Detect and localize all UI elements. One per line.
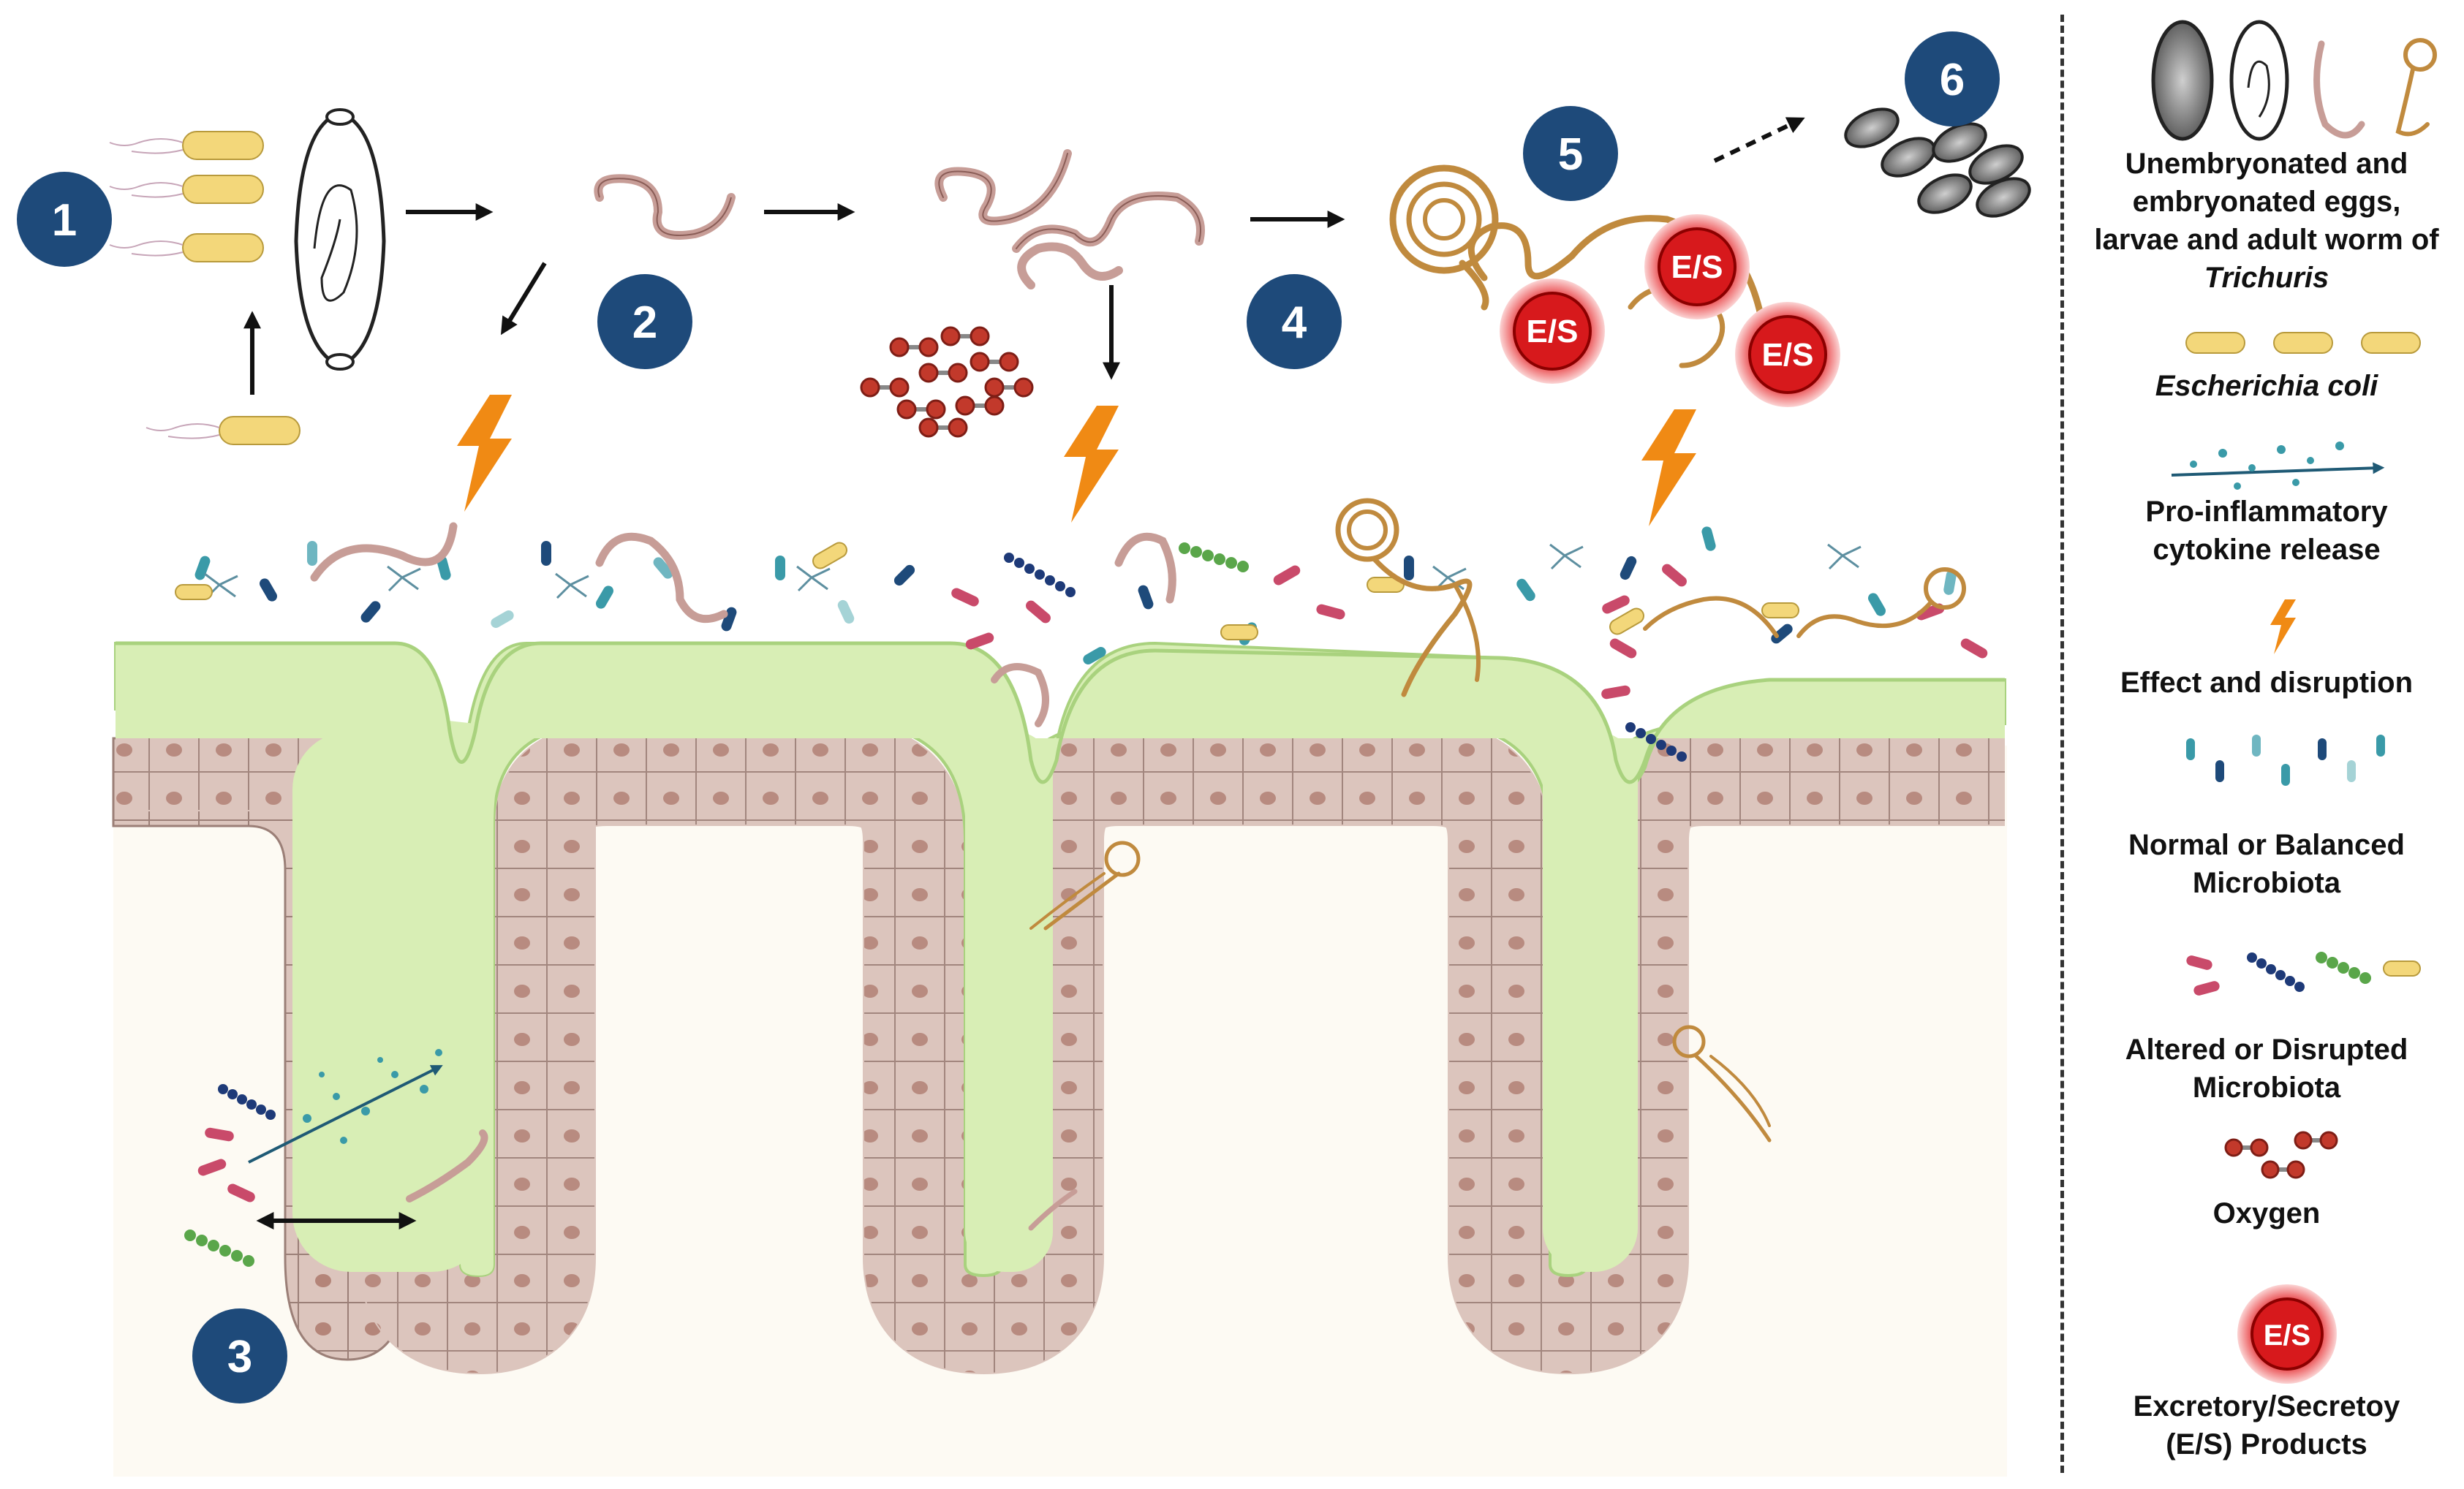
legend-eggs-line4: Trichuris (2204, 262, 2329, 294)
legend-normal-line1: Normal or Balanced (2128, 829, 2405, 861)
legend-eggs-line1: Unembryonated and (2125, 148, 2408, 180)
crypt-lumen-3 (1543, 731, 1638, 1272)
step-number-2: 2 (632, 298, 657, 348)
step-badge-1: 1 (17, 172, 112, 267)
legend-altered-label: Altered or Disrupted Microbiota (2076, 1031, 2457, 1107)
es-product-icon: E/S (1644, 214, 1750, 319)
legend-es-line1: Excretory/Secretoy (2133, 1390, 2400, 1422)
cytokine-icon (248, 1049, 443, 1164)
legend-cytokine-label: Pro-inflammatory cytokine release (2076, 493, 2457, 569)
es-label-1: E/S (1527, 314, 1579, 349)
step-badge-6: 6 (1905, 31, 2000, 126)
legend-eggs-line3: larvae and adult worm of (2094, 224, 2439, 256)
lightning-icon (457, 395, 1696, 526)
microbiota-layer (175, 526, 1988, 762)
legend-effect-label: Effect and disruption (2076, 664, 2457, 702)
eggs-cluster (1844, 107, 2031, 218)
chain-bacteria (1004, 542, 1687, 762)
larvae-cluster (934, 149, 1205, 289)
legend-eggs-label: Unembryonated and embryonated eggs, larv… (2076, 145, 2457, 297)
legend-oxygen-text: Oxygen (2212, 1197, 2321, 1230)
legend-oxygen-icon (2224, 1131, 2338, 1179)
es-label-2: E/S (1671, 249, 1723, 285)
adult-worms-mucosa (1029, 498, 1966, 1143)
larvae-in-tissue (310, 522, 1176, 1231)
es-product-icon: E/S (1735, 302, 1840, 407)
legend-es-icon: E/S (2237, 1284, 2337, 1384)
legend-cytokine-line1: Pro-inflammatory (2145, 496, 2388, 528)
legend-altered-line2: Microbiota (2192, 1072, 2341, 1104)
step3-bacteria (184, 1084, 276, 1267)
bacteria-icon (194, 526, 1957, 664)
legend-ecoli-icons (2185, 332, 2421, 354)
legend-egg-icons (2151, 20, 2437, 141)
legend-lightning-icon (2270, 599, 2296, 654)
step-number-5: 5 (1558, 129, 1583, 180)
lumen-surface (116, 643, 2005, 782)
legend-altered-line1: Altered or Disrupted (2125, 1034, 2408, 1066)
arrow-icon (243, 117, 1805, 1230)
legend-es-label: E/S (2264, 1319, 2310, 1352)
step-number-3: 3 (227, 1332, 252, 1382)
legend-oxygen-label: Oxygen (2076, 1194, 2457, 1232)
legend-divider (2060, 15, 2064, 1473)
crypt-lumen-1 (292, 731, 490, 1272)
legend-cytokine-icon (2171, 442, 2385, 490)
step-number-1: 1 (52, 195, 77, 246)
legend-ecoli-label: Escherichia coli (2076, 367, 2457, 405)
oxygen-icon (860, 326, 1034, 438)
step-badge-2: 2 (597, 274, 692, 369)
legend-es-line2: (E/S) Products (2166, 1428, 2367, 1460)
legend-eggs-line2: embryonated eggs, (2132, 186, 2401, 218)
step-number-6: 6 (1940, 55, 1965, 105)
legend-ecoli-text: Escherichia coli (2155, 370, 2378, 402)
step-badge-5: 5 (1523, 106, 1618, 201)
step-badge-4: 4 (1247, 274, 1342, 369)
legend-altered-microbiota (2186, 952, 2421, 996)
legend-normal-microbiota (2186, 735, 2385, 786)
legend-effect-text: Effect and disruption (2120, 667, 2413, 699)
step1-ecoli-group (109, 131, 301, 445)
step-number-4: 4 (1282, 298, 1307, 348)
ecoli-icon (175, 542, 1799, 640)
crypt-lumen-2 (965, 731, 1053, 1272)
es-label-3: E/S (1762, 337, 1814, 373)
step-badge-3: 3 (192, 1308, 287, 1403)
es-product-icon: E/S (1500, 279, 1605, 384)
legend-cytokine-line2: cytokine release (2153, 534, 2381, 566)
egg-icon (294, 108, 386, 371)
crypt-lumen-left (344, 709, 541, 1276)
legend-normal-label: Normal or Balanced Microbiota (2076, 826, 2457, 902)
flagellated-bacteria (204, 543, 1862, 599)
legend-es-products-label: Excretory/Secretoy (E/S) Products (2076, 1387, 2457, 1463)
legend-normal-line2: Microbiota (2192, 867, 2341, 899)
